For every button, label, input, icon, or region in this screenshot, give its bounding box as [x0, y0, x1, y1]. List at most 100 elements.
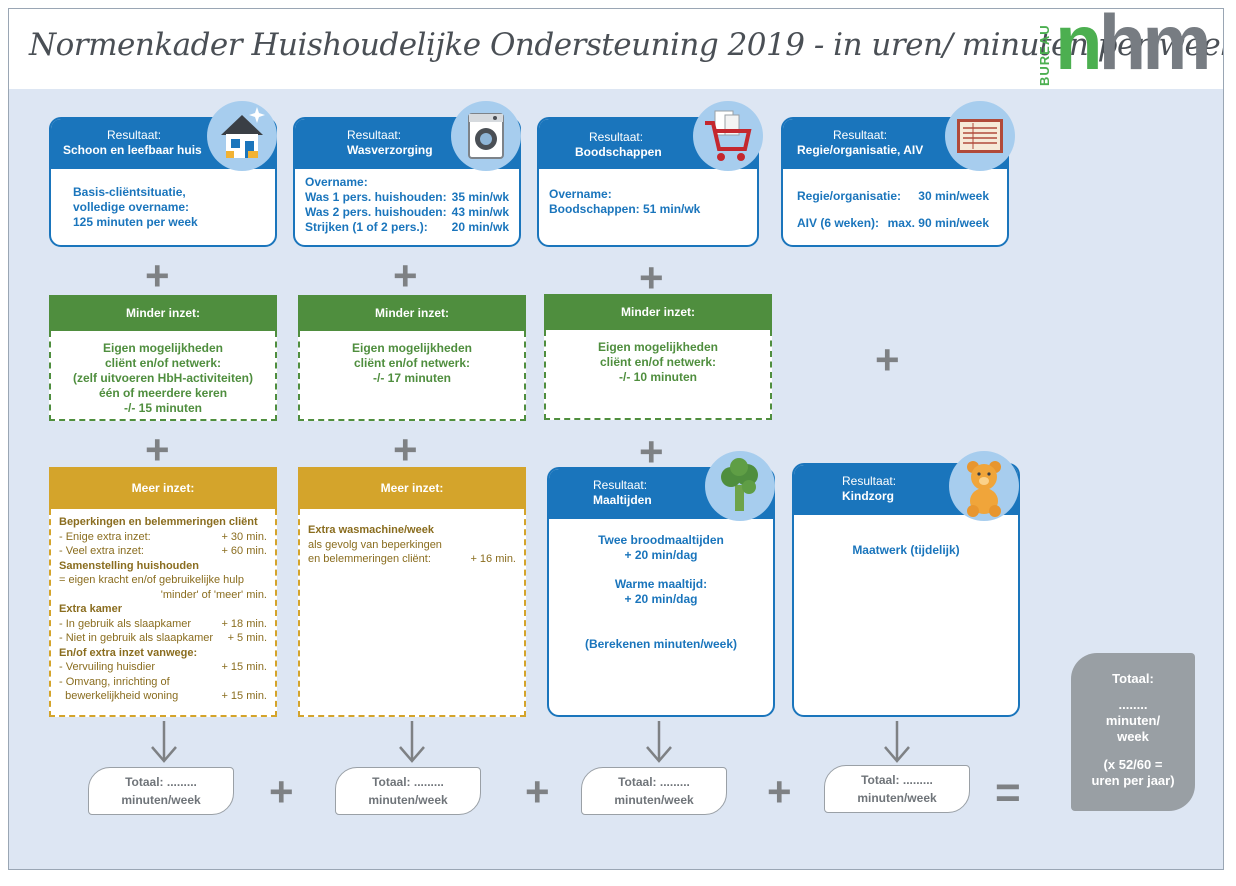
- meer-inzet-header: Meer inzet:: [298, 467, 526, 509]
- card-result-label: Resultaat:: [589, 130, 644, 144]
- card-result-label: Resultaat:: [842, 474, 897, 488]
- card-text: Maatwerk (tijdelijk): [852, 543, 960, 557]
- box-row: en belemmeringen cliënt:+ 16 min.: [308, 553, 516, 565]
- card-text: + 20 min/dag: [624, 592, 698, 606]
- box-text: -/- 17 minuten: [372, 371, 451, 385]
- box-heading: Samenstelling huishouden: [59, 559, 199, 572]
- box-text: 'minder' of 'meer' min.: [160, 588, 267, 601]
- box-row: - Niet in gebruik als slaapkamer+ 5 min.: [59, 632, 267, 644]
- box-text: één of meerdere keren: [98, 386, 228, 400]
- page-title: Normenkader Huishoudelijke Ondersteuning…: [29, 27, 1224, 63]
- card-text: Boodschappen: 51 min/wk: [549, 202, 701, 216]
- card-row: AIV (6 weken):max. 90 min/week: [797, 216, 989, 230]
- card-title: Boodschappen: [575, 145, 662, 159]
- box-heading: Beperkingen en belemmeringen cliënt: [59, 516, 258, 528]
- broccoli-icon: [705, 451, 775, 521]
- box-text: cliënt en/of netwerk:: [104, 356, 222, 370]
- card-result-label: Resultaat:: [593, 478, 648, 492]
- card-text: volledige overname:: [73, 200, 190, 214]
- card-result-label: Resultaat:: [107, 128, 162, 142]
- logo-bureau-text: BUREAU: [1037, 24, 1052, 86]
- plus-sign: +: [269, 768, 294, 815]
- minder-inzet-box: Eigen mogelijkheden cliënt en/of netwerk…: [544, 330, 772, 420]
- minder-inzet-header: Minder inzet:: [49, 295, 277, 331]
- planner-board-icon: [945, 101, 1015, 171]
- plus-sign: +: [875, 336, 900, 383]
- teddy-bear-icon: [949, 451, 1019, 521]
- box-row: - In gebruik als slaapkamer+ 18 min.: [59, 617, 267, 630]
- card-row: Strijken (1 of 2 pers.):20 min/wk: [305, 220, 509, 234]
- box-text: Eigen mogelijkheden: [102, 341, 224, 355]
- card-title: Maaltijden: [593, 493, 652, 507]
- down-arrow-icon: [884, 721, 910, 763]
- minder-inzet-box: Eigen mogelijkheden cliënt en/of netwerk…: [298, 331, 526, 421]
- subtotal-box: Totaal: ......... minuten/week: [581, 767, 727, 815]
- down-arrow-icon: [646, 721, 672, 763]
- card-result-label: Resultaat:: [347, 128, 402, 142]
- down-arrow-icon: [399, 721, 425, 763]
- plus-sign: +: [145, 252, 170, 299]
- card-text: 125 minuten per week: [73, 215, 198, 229]
- meer-inzet-box: Beperkingen en belemmeringen cliënt - En…: [49, 509, 277, 717]
- subtotal-box: Totaal: ......... minuten/week: [824, 765, 970, 813]
- plus-sign: +: [639, 428, 664, 475]
- box-text: cliënt en/of netwerk:: [353, 356, 471, 370]
- card-result-label: Resultaat:: [833, 128, 888, 142]
- plus-sign: +: [393, 426, 418, 473]
- box-text: -/- 15 minuten: [123, 401, 202, 415]
- bureau-hhm-logo: BUREAU nhm: [1037, 9, 1212, 89]
- card-body: Overname: Was 1 pers. huishouden:35 min/…: [295, 169, 519, 245]
- plus-sign: +: [525, 768, 550, 815]
- meer-inzet-box: Extra wasmachine/week als gevolg van bep…: [298, 509, 526, 717]
- equals-sign: =: [995, 768, 1021, 817]
- washing-machine-icon: [451, 101, 521, 171]
- box-text: Eigen mogelijkheden: [597, 340, 719, 354]
- card-body: Regie/organisatie:30 min/week AIV (6 wek…: [783, 169, 1007, 245]
- box-text: - Omvang, inrichting of: [59, 675, 170, 688]
- grand-total-box: Totaal: ........ minuten/ week (x 52/60 …: [1071, 653, 1195, 811]
- box-row: - Enige extra inzet:+ 30 min.: [59, 530, 267, 543]
- card-title: Kindzorg: [842, 489, 894, 503]
- plus-sign: +: [639, 254, 664, 301]
- card-text: Warme maaltijd:: [614, 577, 708, 591]
- card-title: Schoon en leefbaar huis: [63, 143, 202, 157]
- minder-inzet-header: Minder inzet:: [298, 295, 526, 331]
- box-heading: Extra wasmachine/week: [308, 524, 434, 536]
- card-row: Regie/organisatie:30 min/week: [797, 189, 989, 203]
- minder-inzet-box: Eigen mogelijkheden cliënt en/of netwerk…: [49, 331, 277, 421]
- card-body: Basis-cliëntsituatie, volledige overname…: [51, 169, 275, 245]
- shopping-cart-icon: [693, 101, 763, 171]
- card-text: Overname:: [549, 187, 612, 201]
- box-text: (zelf uitvoeren HbH-activiteiten): [72, 371, 254, 385]
- card-body: Overname: Boodschappen: 51 min/wk: [539, 169, 757, 245]
- house-sparkle-icon: [207, 101, 277, 171]
- down-arrow-icon: [151, 721, 177, 763]
- card-regie-organisatie: Resultaat: Regie/organisatie, AIV Regie/…: [781, 117, 1009, 247]
- box-text: -/- 10 minuten: [618, 370, 697, 384]
- card-title: Wasverzorging: [347, 143, 433, 157]
- subtotal-box: Totaal: ......... minuten/week: [88, 767, 234, 815]
- box-row: bewerkelijkheid woning+ 15 min.: [59, 690, 267, 702]
- plus-sign: +: [393, 252, 418, 299]
- card-row: Was 1 pers. huishouden:35 min/wk: [305, 190, 509, 204]
- meer-inzet-header: Meer inzet:: [49, 467, 277, 509]
- diagram-frame: Normenkader Huishoudelijke Ondersteuning…: [8, 8, 1224, 870]
- header: Normenkader Huishoudelijke Ondersteuning…: [9, 9, 1223, 89]
- box-row: - Veel extra inzet:+ 60 min.: [59, 545, 267, 557]
- card-wasverzorging: Resultaat: Wasverzorging Overname: Was 1…: [293, 117, 521, 247]
- box-text: als gevolg van beperkingen: [308, 538, 442, 551]
- card-text: + 20 min/dag: [624, 548, 698, 562]
- card-text: Twee broodmaaltijden: [598, 533, 724, 547]
- plus-sign: +: [145, 426, 170, 473]
- box-text: = eigen kracht en/of gebruikelijke hulp: [59, 574, 244, 586]
- plus-sign: +: [767, 768, 792, 815]
- card-title: Regie/organisatie, AIV: [797, 143, 924, 157]
- minder-inzet-header: Minder inzet:: [544, 294, 772, 330]
- box-text: Eigen mogelijkheden: [351, 341, 473, 355]
- card-footnote: (Berekenen minuten/week): [584, 637, 738, 651]
- box-text: cliënt en/of netwerk:: [599, 355, 717, 369]
- box-row: - Vervuiling huisdier+ 15 min.: [59, 661, 267, 673]
- card-text: Basis-cliëntsituatie,: [73, 185, 186, 199]
- box-heading: Extra kamer: [59, 603, 122, 615]
